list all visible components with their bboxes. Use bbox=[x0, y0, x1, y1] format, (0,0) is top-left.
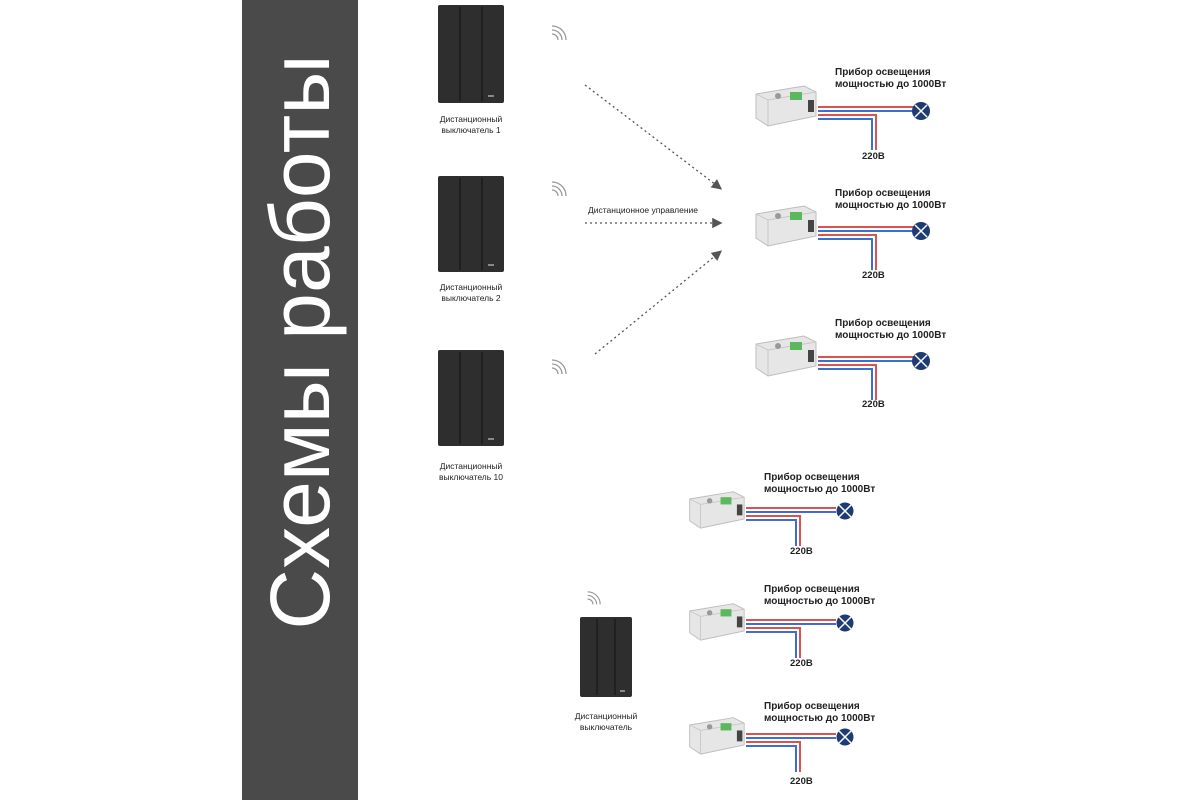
wifi-signal-icon-2 bbox=[551, 181, 567, 197]
remote-switch-10 bbox=[438, 350, 504, 446]
side-band bbox=[242, 0, 358, 800]
voltage-2: 220В bbox=[862, 270, 885, 281]
voltage-6: 220В bbox=[790, 776, 813, 787]
wiring-3 bbox=[818, 352, 930, 400]
remote-switch-single bbox=[580, 617, 632, 697]
relay-module-1 bbox=[755, 85, 817, 127]
relay-module-4 bbox=[689, 491, 745, 529]
wiring-4 bbox=[746, 502, 854, 546]
lamp-2-title: Прибор освещения мощностью до 1000Вт bbox=[835, 188, 947, 211]
voltage-3: 220В bbox=[862, 399, 885, 410]
remote-control-arrows bbox=[584, 84, 723, 355]
voltage-1: 220В bbox=[862, 151, 885, 162]
wifi-signal-icon-1 bbox=[551, 25, 567, 41]
lamp-6-title: Прибор освещения мощностью до 1000Вт bbox=[764, 701, 876, 724]
side-title: Схемы работы bbox=[253, 54, 347, 630]
lamp-3-title: Прибор освещения мощностью до 1000Вт bbox=[835, 318, 947, 341]
remote-control-label: Дистанционное управление bbox=[588, 205, 699, 215]
wifi-signal-icon-4 bbox=[587, 591, 601, 605]
relay-module-5 bbox=[689, 603, 745, 641]
switch-10-label: Дистанционный выключатель 10 bbox=[438, 461, 503, 483]
voltage-5: 220В bbox=[790, 658, 813, 669]
voltage-4: 220В bbox=[790, 546, 813, 557]
wiring-6 bbox=[746, 728, 854, 772]
switch-1-label: Дистанционный выключатель 1 bbox=[439, 114, 503, 136]
relay-module-6 bbox=[689, 717, 745, 755]
relay-module-3 bbox=[755, 335, 817, 377]
wifi-signal-icon-3 bbox=[551, 359, 567, 375]
lamp-1-title: Прибор освещения мощностью до 1000Вт bbox=[835, 67, 947, 90]
wiring-5 bbox=[746, 614, 854, 658]
wiring-2 bbox=[818, 222, 930, 270]
switch-2-label: Дистанционный выключатель 2 bbox=[439, 282, 503, 304]
switch-single-label: Дистанционный выключатель bbox=[574, 711, 638, 733]
lamp-4-title: Прибор освещения мощностью до 1000Вт bbox=[764, 472, 876, 495]
wiring-1 bbox=[818, 102, 930, 150]
remote-switch-2 bbox=[438, 176, 504, 272]
lamp-5-title: Прибор освещения мощностью до 1000Вт bbox=[764, 584, 876, 607]
relay-module-2 bbox=[755, 205, 817, 247]
remote-switch-1 bbox=[438, 5, 504, 103]
